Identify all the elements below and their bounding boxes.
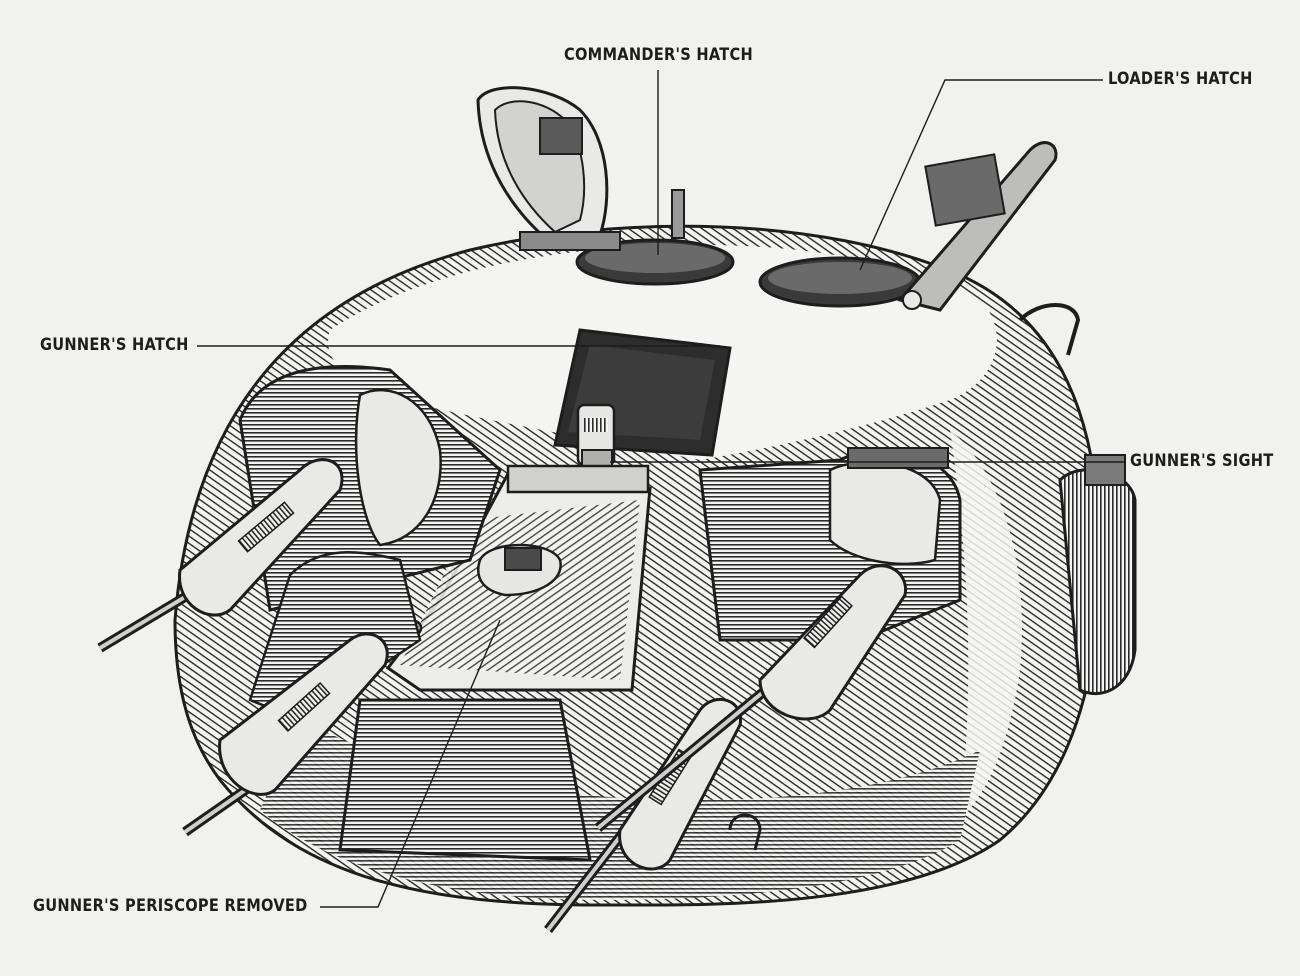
- side-mechanism: [1058, 454, 1137, 696]
- leader-loaders-hatch: [859, 79, 1103, 271]
- gun-barrels: [97, 458, 907, 934]
- front-hook: [728, 813, 762, 851]
- label-loaders-hatch: LOADER'S HATCH: [1108, 69, 1253, 89]
- label-gunners-hatch: GUNNER'S HATCH: [40, 335, 189, 355]
- gun-upper-left: [97, 458, 344, 653]
- label-commanders-hatch: COMMANDER'S HATCH: [564, 45, 754, 65]
- loaders-hatch: [758, 141, 1081, 356]
- label-gunners-sight: GUNNER'S SIGHT: [1130, 451, 1274, 471]
- left-gun-mount: [238, 365, 502, 722]
- gun-right: [594, 564, 907, 832]
- leader-lines: [197, 70, 1125, 908]
- gunners-sight: [576, 403, 616, 467]
- gun-lower-left: [182, 632, 389, 837]
- lower-front-plate: [338, 698, 592, 862]
- label-gunners-periscope-removed: GUNNER'S PERISCOPE REMOVED: [33, 896, 308, 916]
- leader-gunners-periscope: [320, 619, 501, 908]
- commanders-hatch: [476, 86, 735, 286]
